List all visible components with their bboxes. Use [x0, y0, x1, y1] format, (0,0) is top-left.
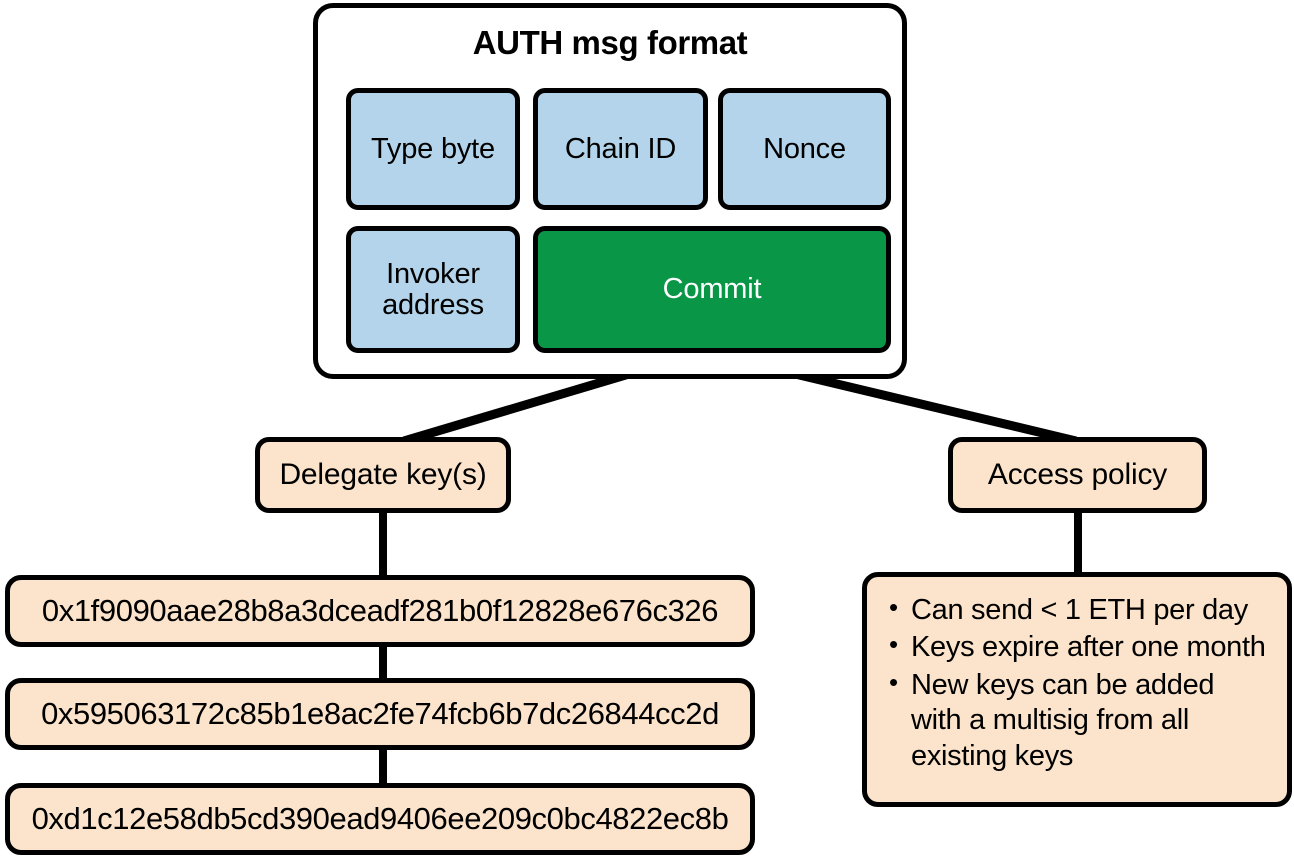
- field-nonce-label: Nonce: [763, 132, 846, 165]
- list-item: Can send < 1 ETH per day: [887, 592, 1269, 628]
- field-invoker-address-label: Invoker address: [382, 258, 484, 321]
- delegate-key-value: 0xd1c12e58db5cd390ead9406ee209c0bc4822ec…: [31, 800, 729, 836]
- field-chain-id[interactable]: Chain ID: [533, 88, 708, 210]
- list-item: New keys can be added with a multisig fr…: [887, 667, 1269, 774]
- page-title: AUTH msg format: [472, 24, 748, 61]
- field-type-byte[interactable]: Type byte: [346, 88, 520, 210]
- access-policy-details: Can send < 1 ETH per day Keys expire aft…: [862, 572, 1292, 807]
- node-access-policy-label: Access policy: [987, 458, 1168, 492]
- delegate-key-value: 0x595063172c85b1e8ac2fe74fcb6b7dc26844cc…: [41, 695, 719, 731]
- access-policy-list: Can send < 1 ETH per day Keys expire aft…: [887, 592, 1269, 774]
- auth-msg-format-panel: AUTH msg format Type byte Chain ID Nonce…: [313, 3, 907, 379]
- delegate-key-row[interactable]: 0xd1c12e58db5cd390ead9406ee209c0bc4822ec…: [5, 783, 755, 855]
- field-commit-label: Commit: [662, 273, 762, 306]
- delegate-key-row[interactable]: 0x1f9090aae28b8a3dceadf281b0f12828e676c3…: [5, 575, 755, 647]
- list-item: Keys expire after one month: [887, 629, 1269, 665]
- delegate-key-value: 0x1f9090aae28b8a3dceadf281b0f12828e676c3…: [41, 592, 719, 628]
- field-type-byte-label: Type byte: [371, 132, 495, 165]
- delegate-key-row[interactable]: 0x595063172c85b1e8ac2fe74fcb6b7dc26844cc…: [5, 678, 755, 750]
- node-delegate-keys-label: Delegate key(s): [279, 458, 487, 492]
- field-chain-id-label: Chain ID: [564, 132, 677, 165]
- node-access-policy[interactable]: Access policy: [948, 437, 1207, 513]
- field-nonce[interactable]: Nonce: [718, 88, 891, 210]
- field-commit[interactable]: Commit: [533, 226, 891, 353]
- field-invoker-address[interactable]: Invoker address: [346, 226, 520, 353]
- node-delegate-keys[interactable]: Delegate key(s): [255, 437, 511, 513]
